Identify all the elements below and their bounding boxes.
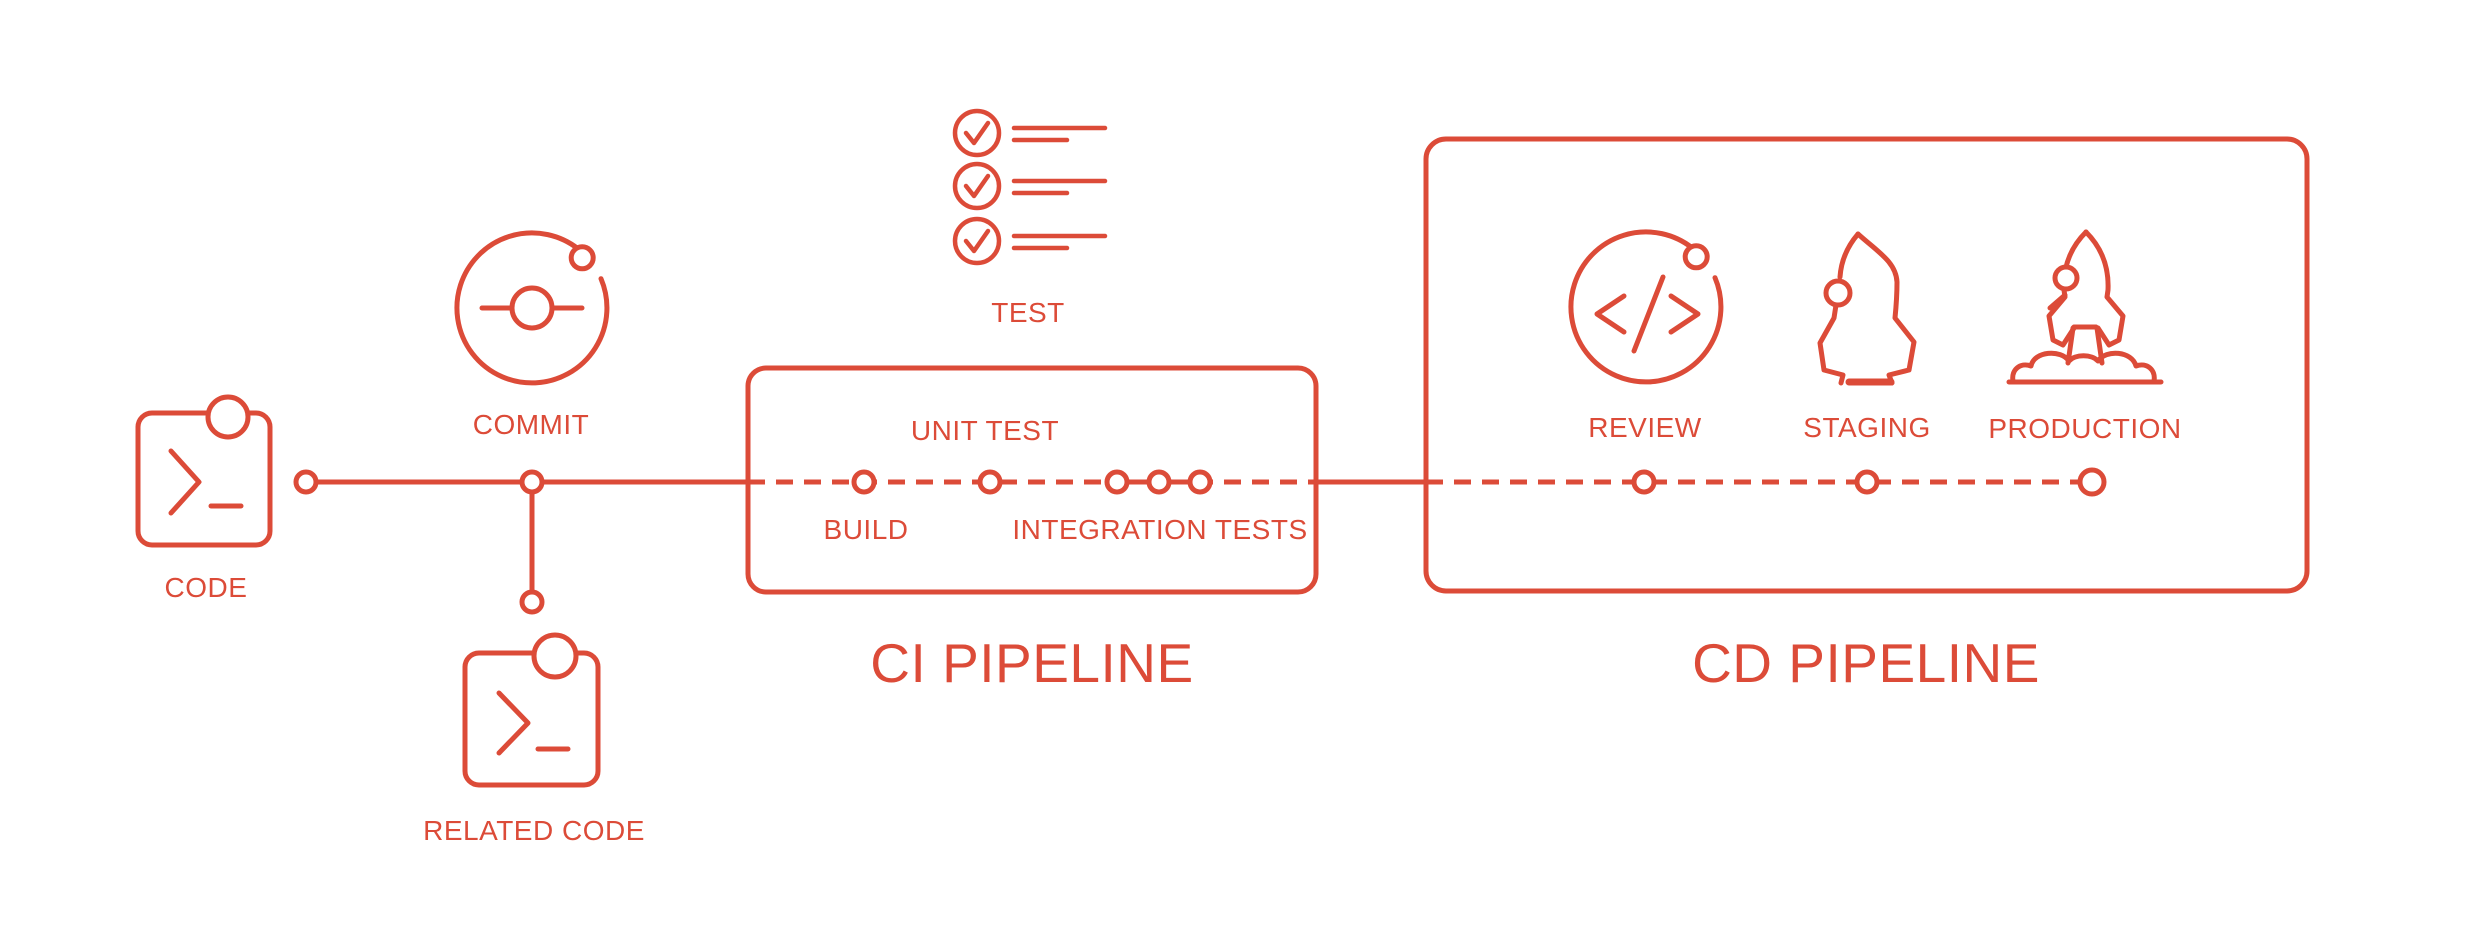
rocket-window (1823, 278, 1853, 308)
terminal-prompt-chevron (496, 690, 531, 756)
code-label: CODE (165, 572, 248, 603)
related-code-label: RELATED CODE (423, 815, 645, 846)
pipeline-node-review (1631, 469, 1657, 495)
checklist-icon (952, 108, 1108, 266)
rocket-body-left-upper (1837, 231, 1861, 280)
pipeline-node-integration-2 (1146, 469, 1172, 495)
pipeline-node-integration-3 (1187, 469, 1213, 495)
pipeline-line (293, 467, 2107, 615)
production-label: PRODUCTION (1988, 413, 2181, 444)
test-label: TEST (991, 297, 1065, 328)
code-chevron-left (1594, 293, 1627, 335)
rocket-window (2052, 264, 2080, 292)
code-slash (1631, 274, 1666, 354)
commit-satellite-circle (568, 244, 596, 272)
terminal-frame (135, 410, 273, 548)
code-chevron-right (1668, 293, 1701, 335)
terminal-prompt-chevron (168, 448, 202, 516)
launch-body-right (2083, 229, 2126, 348)
cd-pipeline-title: CD PIPELINE (1692, 632, 2040, 694)
ci-pipeline-box (745, 365, 1319, 595)
code-review-orbit-icon (1568, 229, 1724, 385)
commit-orbit-arc (454, 230, 610, 386)
commit-label: COMMIT (473, 409, 590, 440)
integration-tests-label: INTEGRATION TESTS (1012, 514, 1307, 545)
check-mark (963, 173, 991, 199)
launch-smoke-clouds (2010, 350, 2157, 384)
review-satellite-circle (1682, 243, 1710, 271)
cd-pipeline-box (1423, 136, 2310, 594)
pipeline-node-end (2077, 467, 2107, 497)
review-orbit-arc (1568, 229, 1724, 385)
pipeline-node-related-code (519, 589, 545, 615)
pipeline-node-commit (519, 469, 545, 495)
terminal-pin-circle (205, 394, 251, 440)
terminal-window-icon (135, 394, 273, 548)
staging-label: STAGING (1803, 412, 1930, 443)
pipeline-node-staging (1854, 469, 1880, 495)
launch-left-edge-stub (2047, 292, 2068, 311)
ci-pipeline-title: CI PIPELINE (870, 632, 1193, 694)
check-mark (963, 228, 991, 254)
pipeline-node-integration-1 (1104, 469, 1130, 495)
rocket-body-left-lower (1817, 302, 1846, 386)
check-circle (952, 108, 1002, 158)
pipeline-node-build (851, 469, 877, 495)
related-terminal-window-icon (462, 632, 601, 788)
rocket-launch-icon (2006, 229, 2164, 385)
rocket-icon (1817, 231, 1917, 386)
git-commit-orbit-icon (454, 230, 610, 386)
terminal-frame (462, 650, 601, 788)
rocket-body-right (1855, 231, 1917, 386)
launch-exhaust-column (2065, 324, 2105, 366)
check-mark (963, 120, 991, 146)
review-label: REVIEW (1588, 412, 1702, 443)
commit-dot (509, 285, 555, 331)
check-circle (952, 161, 1002, 211)
unit-test-label: UNIT TEST (911, 415, 1059, 446)
pipeline-node-unit-test (977, 469, 1003, 495)
check-circle (952, 216, 1002, 266)
terminal-pin-circle (531, 632, 579, 680)
build-label: BUILD (824, 514, 909, 545)
pipeline-node-start (293, 469, 319, 495)
